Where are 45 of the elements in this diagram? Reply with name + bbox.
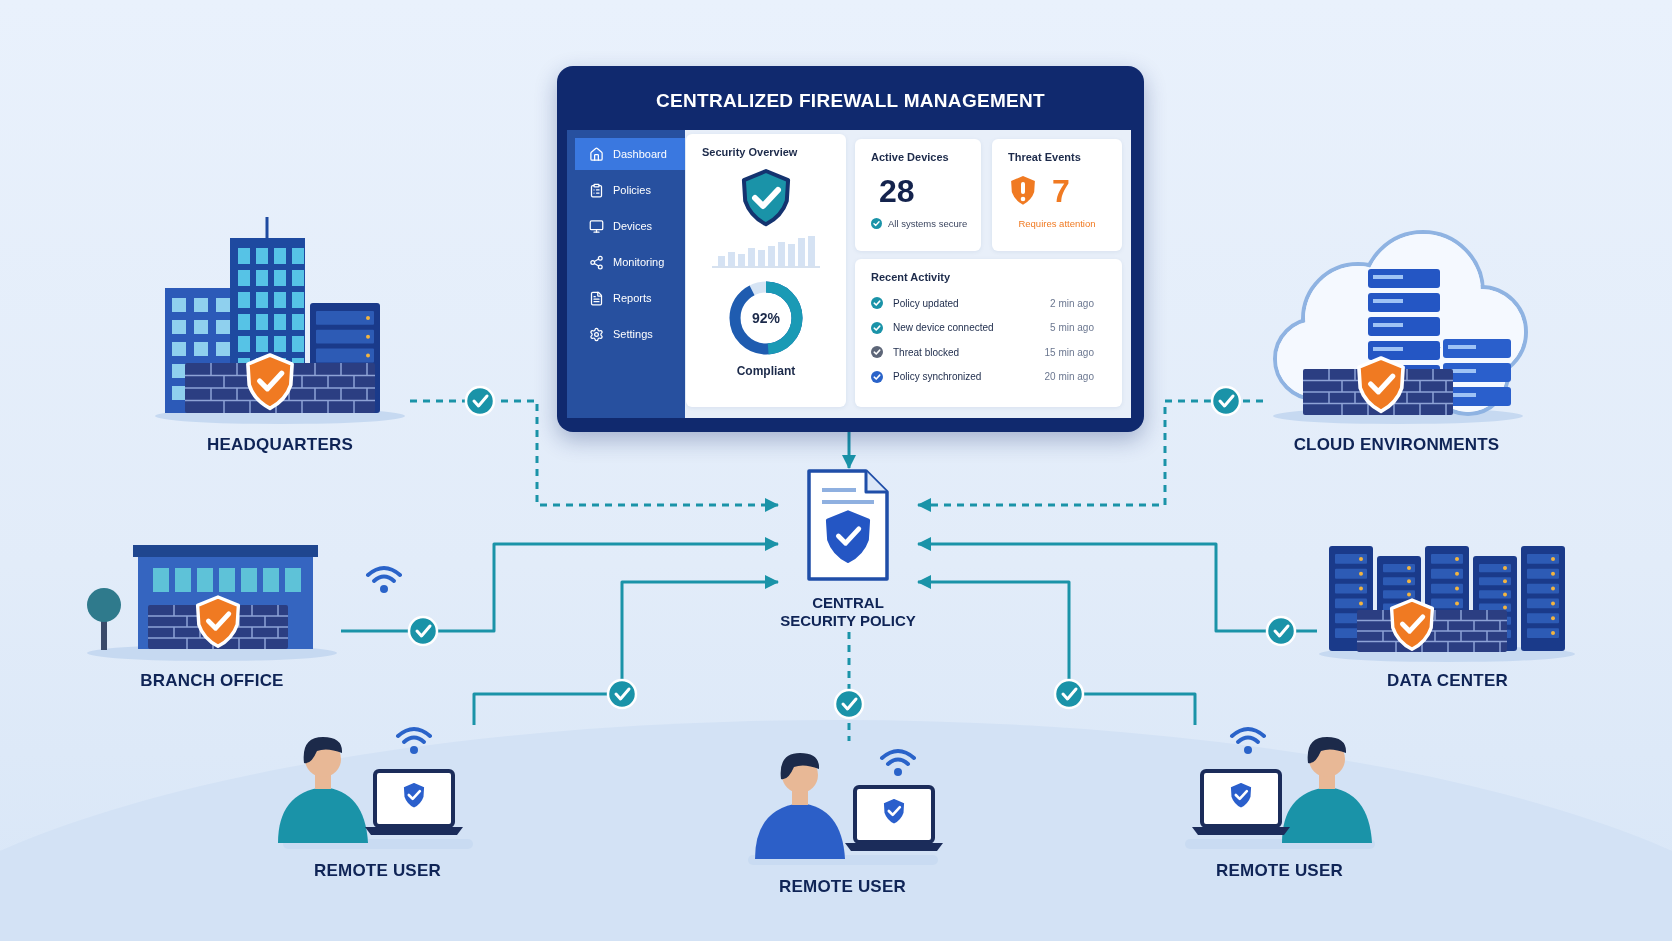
site-label: REMOTE USER [314, 861, 441, 881]
arrow [472, 575, 779, 725]
status-text: All systems secure [888, 218, 968, 229]
policy-label: CENTRAL SECURITY POLICY [779, 594, 917, 630]
dashboard-window [557, 66, 1144, 432]
menu-item: Policies [575, 174, 685, 206]
card-heading: Recent Activity [871, 271, 952, 283]
activity-text: New device connected [893, 322, 995, 334]
card-heading: Security Overview [702, 146, 798, 158]
arrow [917, 575, 1197, 725]
stat-value: 7 [1052, 173, 1070, 210]
menu-item: Devices [575, 210, 685, 242]
arrow [410, 399, 779, 512]
card-heading: Active Devices [871, 151, 950, 163]
menu-item: Monitoring [575, 246, 685, 278]
stat-card [992, 139, 1122, 251]
menu-item: Dashboard [575, 138, 685, 170]
timestamp: 2 min ago [1050, 297, 1094, 309]
arrow [842, 432, 856, 469]
status-text: Requires attention [1018, 218, 1096, 229]
activity-card [855, 259, 1122, 407]
menu-item: Settings [575, 318, 685, 350]
menu-item: Reports [575, 282, 685, 314]
site-label: DATA CENTER [1387, 671, 1508, 691]
status-caption: Compliant [736, 364, 796, 378]
card-heading: Threat Events [1008, 151, 1082, 163]
timestamp: 15 min ago [1044, 346, 1094, 358]
arrow [917, 399, 1263, 512]
activity-text: Policy synchronized [893, 371, 983, 383]
stat-value: 28 [879, 173, 915, 210]
timestamp: 20 min ago [1044, 371, 1094, 383]
site-label: BRANCH OFFICE [140, 671, 284, 691]
site-label: CLOUD ENVIRONMENTS [1293, 435, 1500, 455]
stat-card [855, 139, 981, 251]
site-label: REMOTE USER [1216, 861, 1343, 881]
activity-text: Policy updated [893, 297, 960, 309]
arrow [917, 537, 1317, 633]
arrow [341, 537, 779, 633]
timestamp: 5 min ago [1050, 322, 1094, 334]
site-label: HEADQUARTERS [207, 435, 353, 455]
percentage-value: 92% [751, 310, 781, 326]
overview-card [686, 134, 846, 407]
window-title: CENTRALIZED FIREWALL MANAGEMENT [656, 90, 1045, 112]
activity-text: Threat blocked [893, 346, 961, 358]
site-label: REMOTE USER [779, 877, 906, 897]
